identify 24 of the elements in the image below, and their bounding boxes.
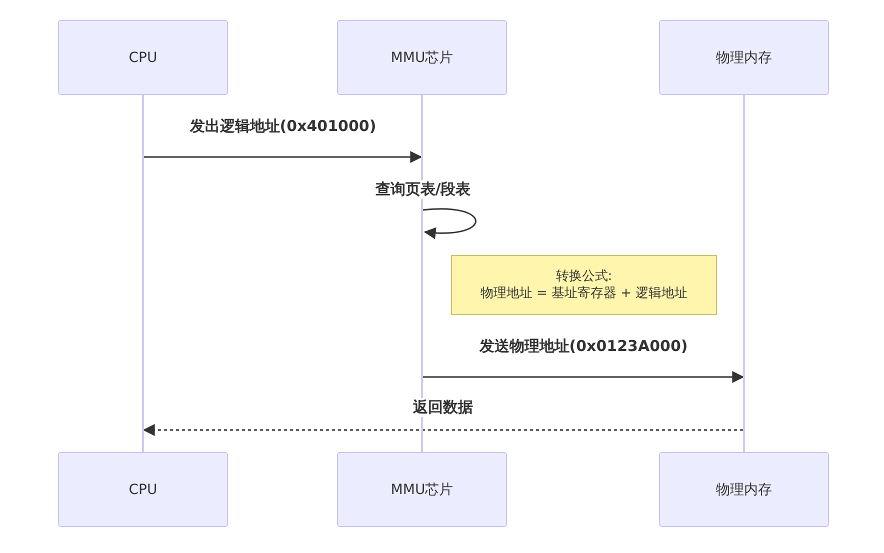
participant-box [659,20,829,95]
participant-box [58,20,228,95]
participant-name: CPU [128,482,158,498]
participant-name: MMU芯片 [390,480,454,498]
edge-label: 返回数据 [411,398,475,417]
lifeline [142,95,144,452]
message-arrow [142,424,743,436]
lifeline [743,95,745,452]
participant-box [337,20,507,95]
participant-box [659,452,829,527]
message-arrow [144,151,422,163]
note-text: 物理地址 = 基址寄存器 + 逻辑地址 [480,285,688,302]
participant-name: 物理内存 [716,48,772,66]
note-box [451,255,717,315]
note-text: 转换公式: [556,268,612,285]
participant-name: CPU [128,50,158,66]
participant-box [337,452,507,527]
participant-name: MMU芯片 [390,48,454,66]
message-arrow [423,371,744,383]
edge-label: 查询页表/段表 [373,180,473,199]
lifeline [421,95,423,452]
participant-name: 物理内存 [716,480,772,498]
message-arrow [422,208,476,239]
participant-box [58,452,228,527]
